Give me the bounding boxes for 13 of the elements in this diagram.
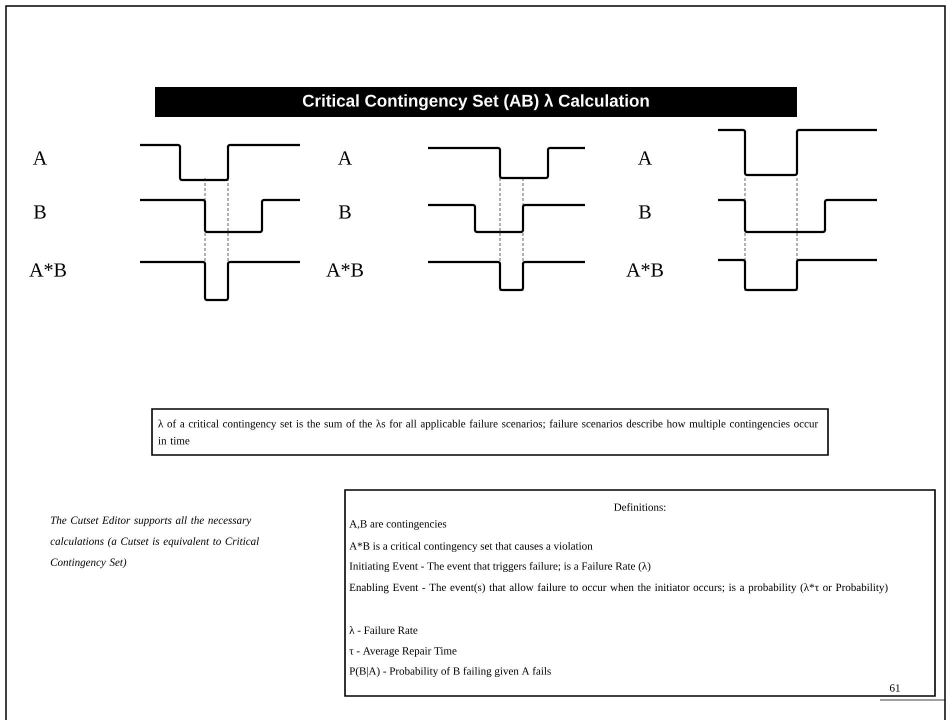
signal-label: A (338, 151, 352, 165)
signal-label: B (338, 205, 351, 219)
signal-label: A (638, 151, 652, 165)
side-note: The Cutset Editor supports all the necessary calculations (a Cutset is equivalent to Critical Contingency Set) (50, 516, 259, 568)
signal-label: A*B (626, 263, 663, 277)
title-banner: Critical Contingency Set (AB) λ Calculation (155, 87, 797, 117)
signal-label: A*B (29, 263, 66, 277)
signal-label: B (638, 205, 651, 219)
signal-label: A (32, 151, 48, 165)
signal-label: A*B (326, 263, 363, 277)
signal-label: B (34, 205, 46, 219)
page-number: 61 (890, 684, 900, 692)
text-box: λ of a critical contingency set is the sum of the λs for all applicable failure scenarios; failure scenarios describe how multiple contingencies occur in time (151, 408, 829, 456)
